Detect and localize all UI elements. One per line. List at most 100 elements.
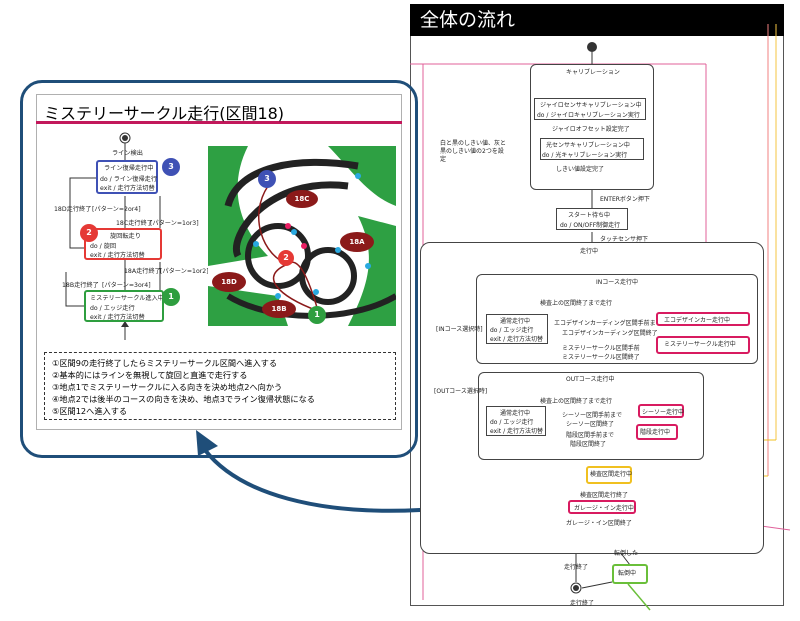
map-point-1: 1 [308,306,326,324]
detail-title-bar [36,94,402,124]
gyro-done: ジャイロオフセット設定完了 [552,126,630,133]
stairs-seg: 階段区間手前まで [566,432,615,439]
out-seg-end: 検査上の区間終了まで走行 [540,398,613,405]
seesaw-done: シーソー区間終了 [566,421,615,428]
ms-entry-do: do / エッジ走行 [90,305,135,312]
map-label-18b: 18B [262,300,296,318]
fast-end-label: 検査区間走行終了 [580,492,629,499]
fast-run-box [586,466,632,484]
fast-run-label: 検査区間走行中 [590,471,633,478]
stairs-run-box [636,424,678,440]
t18c-guard: [パターン=1or3] [150,220,199,227]
line-recover-box [96,160,158,194]
enter-push-label: ENTERボタン押下 [600,196,650,203]
fall-state-box [612,564,648,584]
map-point-2: 2 [278,250,294,266]
stairs-run-label: 階段走行中 [640,429,671,436]
state-number-1: 1 [162,288,180,306]
garage-run-label: ガレージ・イン走行中 [574,505,634,512]
start-wait-box [556,208,628,230]
in-egg-done: エコデザインカーディング区間終了 [562,330,658,337]
t18a-label: 18A走行終了 [124,268,161,275]
touch-label: タッチセンサ押下 [600,236,649,243]
garage-done-label: ガレージ・イン区間終了 [566,520,632,527]
fall-state-label: 転倒中 [618,570,637,577]
turning-do: do / 旋回 [90,243,117,250]
map-label-18d: 18D [212,272,246,292]
seesaw-run-label: シーソー走行中 [642,409,685,416]
in-guard-label: [INコース選択時] [436,326,483,333]
note-2: ②基本的にはラインを無視して旋回と直進で走行する [52,370,248,380]
light-cal-label: 光センサキャリブレーション中 [546,142,630,149]
out-guard-label: [OUTコース選択時] [434,388,488,395]
run-end-final-label: 走行終了 [570,600,595,607]
turning-exit: exit / 走行方法切替 [90,252,145,259]
map-point-3: 3 [258,170,276,188]
ms-entry-exit: exit / 走行方法切替 [90,314,145,321]
gyro-cal-label: ジャイロセンサキャリブレーション中 [540,102,642,109]
detail-state-diagram [65,132,161,340]
threshold-done: しきい値設定完了 [556,166,605,173]
line-detect-label: ライン検出 [112,150,143,157]
t18b-label: 18B走行終了 [62,282,99,289]
eco-run-box [656,312,750,326]
garage-run-box [568,500,636,514]
line-recover-exit: exit / 走行方法切替 [100,185,155,192]
in-course-label: INコース走行中 [596,279,638,286]
t18c-label: 18C走行終了 [116,220,153,227]
note-3: ③地点1でミステリーサークルに入る向きを決め地点2へ向かう [52,382,283,392]
in-normal-exit: exit / 走行方法切替 [490,336,543,343]
t18d-guard: [パターン=2or4] [92,206,141,213]
detail-title: ミステリーサークル走行(区間18) [44,104,285,123]
in-seg-end: 検査上の区間終了まで走行 [540,300,613,307]
t18a-guard: [パターン=1or2] [160,268,209,275]
run-end-label: 走行終了 [564,564,589,571]
start-wait-do: do / ON/OFF制御走行 [560,222,621,229]
overview-title: 全体の流れ [410,4,784,36]
out-course-label: OUTコース走行中 [566,376,615,383]
out-normal-do: do / エッジ走行 [490,419,534,426]
calibration-state [530,64,654,190]
note-4: ④地点2では後半のコースの向きを決め、地点3でライン復帰状態になる [52,394,315,404]
note-5: ⑤区間12へ進入する [52,406,128,416]
turning-label: 旋回転走り [110,233,141,240]
start-wait-label: スタート待ち中 [568,212,611,219]
map-label-18a: 18A [340,232,374,252]
map-label-18c: 18C [286,190,318,208]
t18d-label: 18D走行終了 [54,206,92,213]
overview-panel [410,36,784,606]
fall-label: 転倒した [614,550,639,557]
ms-entry-label: ミステリーサークル進入中 [90,295,164,302]
seesaw-run-box [638,404,684,418]
line-recover-label: ライン復帰走行中 [104,165,154,172]
seesaw-seg: シーソー区間手前まで [562,412,623,419]
in-normal-do: do / エッジ走行 [490,327,534,334]
stairs-done: 階段区間終了 [570,441,607,448]
out-normal-exit: exit / 走行方法切替 [490,428,543,435]
calibration-note: 白と黒のしきい値、灰と黒のしきい値の2つを設定 [440,140,507,163]
calibration-label: キャリブレーション [566,69,620,76]
in-normal-box [486,314,548,344]
detail-notes [44,352,396,420]
ms-entry-box [84,290,164,322]
eco-run-label: エコデザインカー走行中 [664,317,731,324]
in-egg: エコデザインカーディング区間手前まで [554,320,662,327]
in-ms-done: ミステリーサークル区間終了 [562,354,640,361]
state-number-2: 2 [80,224,98,242]
out-normal-box [486,406,546,436]
note-1: ①区間9の走行終了したらミステリーサークル区間へ進入する [52,358,278,368]
t18b-guard: [パターン=3or4] [102,282,151,289]
detail-frame [20,80,418,458]
in-ms-seg: ミステリーサークル区間手前 [562,345,640,352]
gyro-cal-box [534,98,646,120]
ms-run-label: ミステリーサークル走行中 [664,341,736,348]
light-cal-do: do / 光キャリブレーション実行 [542,152,628,159]
ms-run-box [656,336,750,354]
line-recover-do: do / ライン復帰走行 [100,176,158,183]
state-number-3: 3 [162,158,180,176]
gyro-cal-do: do / ジャイロキャリブレーション実行 [537,112,640,119]
in-normal-label: 通常走行中 [500,318,531,325]
running-label: 走行中 [580,248,599,255]
light-cal-box [540,138,644,160]
out-normal-label: 通常走行中 [500,410,531,417]
